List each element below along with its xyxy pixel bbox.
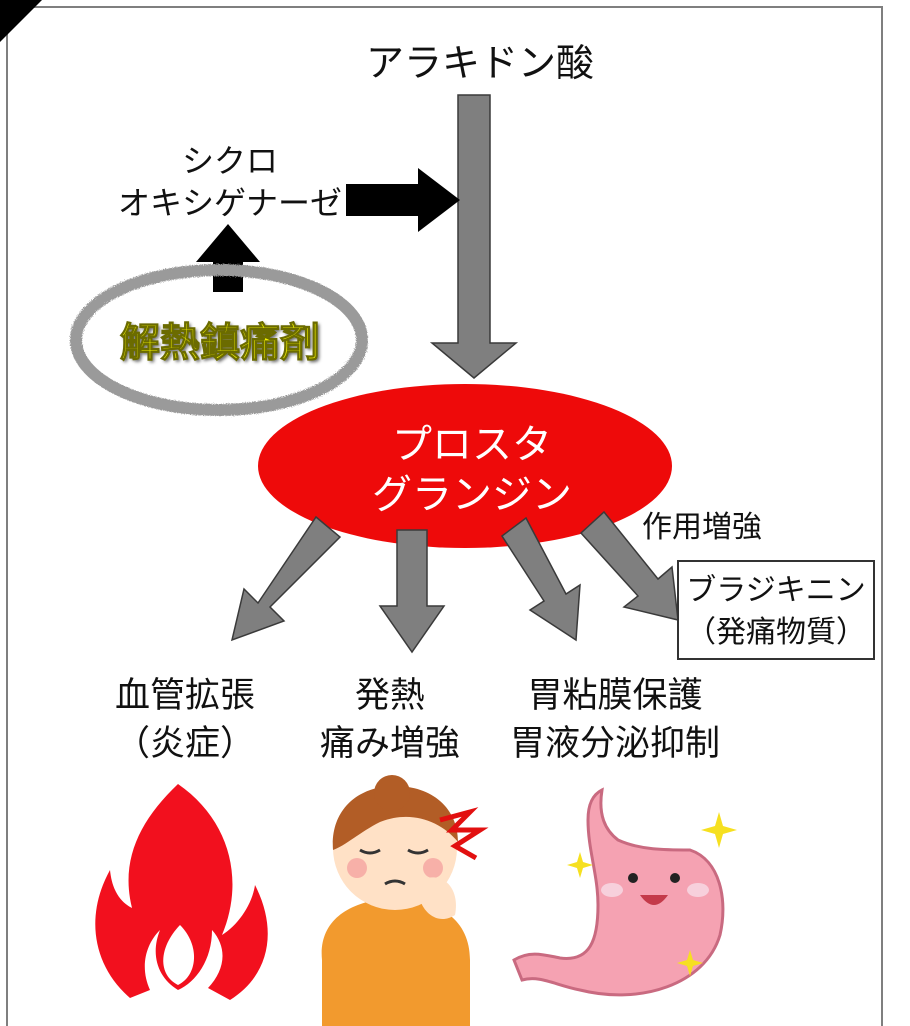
effect-gastric-line1: 胃粘膜保護: [527, 676, 703, 716]
cyclooxygenase-label: シクロ オキシゲナーゼ: [80, 140, 380, 224]
bradykinin-line2: （発痛物質）: [686, 615, 866, 650]
effect-vasodilation-line1: 血管拡張: [114, 676, 255, 716]
effect-fever: 発熱 痛み増強: [270, 672, 510, 768]
headache-woman-icon: [321, 775, 489, 1026]
effect-fever-line2: 痛み増強: [319, 724, 460, 764]
arrow-vasodilation: [230, 515, 342, 642]
arrow-fever: [378, 529, 446, 654]
bradykinin-label: ブラジキニン （発痛物質）: [677, 570, 875, 654]
arrow-gastric: [500, 516, 581, 642]
arrow-bradykinin: [579, 510, 679, 621]
arachidonic-acid-label: アラキドン酸: [365, 41, 594, 85]
enhance-effect-label: 作用増強: [642, 510, 762, 545]
fire-icon: [95, 784, 268, 1000]
effect-fever-line1: 発熱: [354, 676, 425, 716]
prostaglandin-label: プロスタ グランジン: [262, 420, 682, 520]
cyclooxygenase-line1: シクロ: [181, 142, 278, 180]
happy-stomach-icon: [512, 787, 737, 997]
arrow-drug-inhibits: [196, 224, 260, 292]
bradykinin-line1: ブラジキニン: [686, 573, 866, 608]
effect-gastric: 胃粘膜保護 胃液分泌抑制: [480, 672, 750, 768]
arrow-to-prostaglandin: [429, 94, 519, 379]
bradykinin-box: [677, 560, 875, 660]
effect-vasodilation-line2: （炎症）: [114, 724, 255, 764]
drug-oval: [70, 264, 368, 416]
diagram-frame: [6, 6, 883, 1026]
antipyretic-analgesic-label: 解熱鎮痛剤: [120, 320, 321, 367]
effect-vasodilation: 血管拡張 （炎症）: [65, 672, 305, 768]
prostaglandin-line2: グランジン: [372, 472, 572, 518]
corner-mark: [0, 0, 42, 42]
prostaglandin-line1: プロスタ: [392, 422, 552, 468]
effect-gastric-line2: 胃液分泌抑制: [509, 724, 720, 764]
arrow-enzyme: [346, 168, 460, 232]
cyclooxygenase-line2: オキシゲナーゼ: [117, 184, 342, 222]
prostaglandin-ellipse: [258, 384, 672, 548]
